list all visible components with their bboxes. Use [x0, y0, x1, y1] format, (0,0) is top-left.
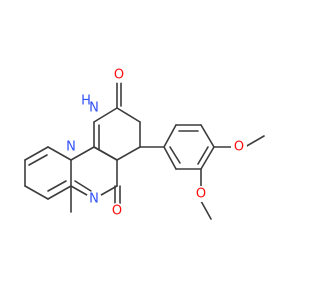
bond [28, 154, 48, 166]
bond [47, 185, 72, 200]
atom-bg [109, 203, 125, 219]
molecule-structure-diagram: O H N N N O O O [24, 67, 265, 220]
bond [163, 146, 177, 170]
bond [47, 180, 67, 192]
bond [70, 146, 95, 161]
bond [200, 200, 212, 220]
atom-o-methoxy-1: O [234, 140, 244, 155]
bond [93, 146, 118, 161]
atom-n-imine: N [89, 192, 99, 207]
bond [93, 107, 118, 123]
atom-o-lactam: O [114, 68, 124, 83]
bond [24, 185, 49, 200]
bond [200, 146, 215, 170]
atom-bg [111, 67, 127, 83]
bonds [24, 81, 265, 220]
atom-bg [63, 139, 79, 155]
atom-bg [86, 100, 102, 116]
atom-o-ketone: O [112, 204, 122, 219]
bond [47, 146, 72, 161]
atom-bg [86, 191, 102, 207]
atom-n-bridge: N [66, 140, 76, 155]
bond [200, 124, 215, 148]
atom-o-methoxy-2: O [196, 187, 206, 202]
atom-nh-n: N [89, 101, 99, 116]
bond [116, 107, 141, 123]
atom-nh-h: H [81, 94, 91, 109]
bond [197, 146, 209, 165]
bond [169, 146, 181, 164]
atom-bg [193, 186, 209, 202]
bond [116, 146, 141, 161]
bond [74, 180, 92, 192]
bond [163, 124, 177, 148]
bond [244, 135, 265, 148]
bond [24, 146, 49, 161]
atom-labels: O H N N N O O O [63, 67, 247, 219]
atom-bg [231, 139, 247, 155]
